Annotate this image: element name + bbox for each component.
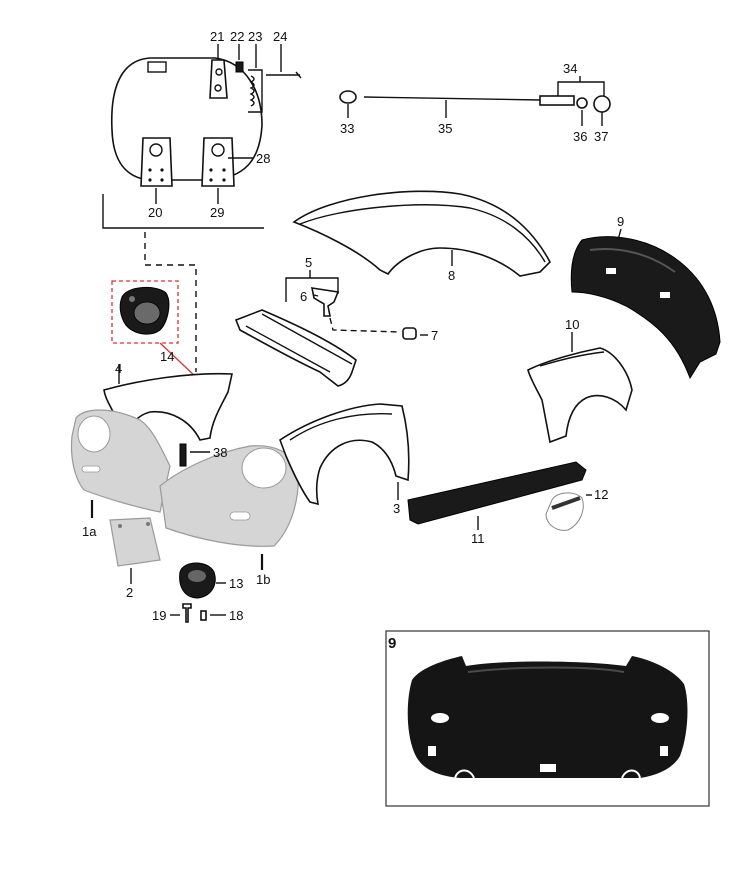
label-3: 3 bbox=[393, 501, 400, 516]
label-37: 37 bbox=[594, 129, 608, 144]
front-fender-3 bbox=[279, 403, 410, 506]
label-1a: 1a bbox=[82, 524, 97, 539]
grommet-7 bbox=[402, 327, 417, 340]
running-board-11 bbox=[407, 461, 587, 525]
highlight-pointer-14 bbox=[159, 342, 198, 379]
hood-lock-plate-29 bbox=[201, 137, 235, 187]
label-13: 13 bbox=[229, 576, 243, 591]
label-18: 18 bbox=[229, 608, 243, 623]
cable-sleeve bbox=[539, 95, 575, 106]
bracket-6 bbox=[310, 287, 340, 317]
label-28: 28 bbox=[256, 151, 270, 166]
cable-knob-33 bbox=[339, 90, 357, 104]
dashed-connector bbox=[144, 232, 197, 372]
label-34: 34 bbox=[563, 61, 577, 76]
label-1b: 1b bbox=[256, 572, 270, 587]
rod-24 bbox=[266, 71, 302, 79]
label-2: 2 bbox=[126, 585, 133, 600]
label-6: 6 bbox=[300, 289, 307, 304]
label-33: 33 bbox=[340, 121, 354, 136]
hood-cable-group bbox=[339, 76, 611, 126]
label-29: 29 bbox=[210, 205, 224, 220]
label-9: 9 bbox=[617, 214, 624, 229]
hood-bracket-line bbox=[102, 194, 264, 229]
hood-lid-group bbox=[110, 44, 302, 204]
inset-rear-panel-9 bbox=[407, 656, 688, 778]
hood-handle bbox=[147, 61, 167, 73]
label-38: 38 bbox=[213, 445, 227, 460]
pull-knob-37 bbox=[593, 95, 611, 113]
label-20: 20 bbox=[148, 205, 162, 220]
cover-12 bbox=[545, 492, 584, 531]
hood-lid-outline bbox=[110, 57, 263, 181]
spring-23 bbox=[248, 69, 263, 113]
label-12: 12 bbox=[594, 487, 608, 502]
latch-21 bbox=[209, 59, 228, 99]
label-14: 14 bbox=[160, 349, 174, 364]
label-8: 8 bbox=[448, 268, 455, 283]
label-21: 21 bbox=[210, 29, 224, 44]
label-22: 22 bbox=[230, 29, 244, 44]
clip-38 bbox=[179, 443, 187, 467]
label-11: 11 bbox=[471, 531, 485, 546]
inset-label-9: 9 bbox=[388, 635, 396, 652]
label-5: 5 bbox=[305, 255, 312, 270]
license-plate-2 bbox=[109, 517, 161, 567]
highlight-box-14 bbox=[111, 280, 179, 344]
label-35: 35 bbox=[438, 121, 452, 136]
washer-36 bbox=[576, 97, 588, 109]
cowl-panel-5 bbox=[234, 309, 357, 387]
screw-19 bbox=[182, 603, 192, 623]
label-24: 24 bbox=[273, 29, 287, 44]
label-19: 19 bbox=[152, 608, 166, 623]
label-10: 10 bbox=[565, 317, 579, 332]
label-36: 36 bbox=[573, 129, 587, 144]
hardtop-8 bbox=[292, 190, 551, 277]
label-23: 23 bbox=[248, 29, 262, 44]
label-4: 4 bbox=[115, 361, 122, 376]
nut-18 bbox=[200, 610, 207, 621]
clip-22 bbox=[235, 61, 244, 73]
hood-lock-plate-20 bbox=[140, 137, 173, 187]
rear-fender-10 bbox=[527, 347, 633, 444]
label-7: 7 bbox=[431, 328, 438, 343]
